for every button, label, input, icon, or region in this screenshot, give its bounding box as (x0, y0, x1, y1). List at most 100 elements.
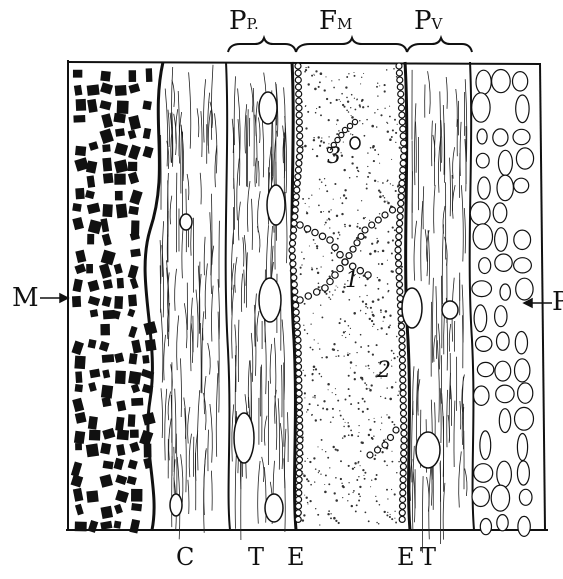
stipple-dot (330, 102, 332, 104)
stipple-dot (362, 469, 364, 471)
stipple-dot (337, 238, 339, 240)
bead (297, 297, 303, 303)
loose-tissue-cell (477, 362, 493, 376)
stipple-dot (336, 133, 338, 135)
stipple-dot (346, 97, 348, 99)
marrow-cell (86, 490, 98, 502)
bead (296, 384, 302, 390)
stipple-dot (340, 101, 341, 102)
bead (295, 350, 301, 356)
stipple-dot (324, 224, 325, 225)
bead (295, 63, 301, 69)
stipple-dot (347, 500, 348, 501)
bead (295, 167, 301, 173)
stipple-dot (372, 314, 374, 316)
stipple-dot (339, 322, 341, 324)
stipple-dot (354, 98, 355, 99)
stipple-dot (308, 198, 310, 200)
stipple-dot (373, 372, 374, 373)
marrow-cell (142, 355, 149, 364)
stipple-dot (343, 331, 345, 333)
stipple-dot (395, 522, 397, 524)
stipple-dot (319, 145, 321, 147)
label-fm: FM (319, 8, 353, 34)
marrow-cell (86, 264, 93, 273)
bead (291, 227, 297, 233)
stipple-dot (325, 185, 326, 186)
stipple-dot (312, 149, 314, 151)
stipple-dot (338, 522, 340, 524)
stipple-dot (397, 356, 399, 358)
stipple-dot (309, 206, 310, 207)
stipple-dot (364, 478, 366, 480)
loose-tissue-cell (515, 332, 527, 354)
marrow-cell (129, 353, 138, 364)
stipple-dot (386, 69, 388, 71)
stipple-dot (333, 446, 335, 448)
stipple-dot (385, 310, 388, 313)
stipple-dot (338, 79, 339, 80)
bead (396, 261, 402, 267)
stipple-dot (336, 119, 338, 121)
marrow-cell (131, 489, 142, 502)
stipple-dot (353, 492, 354, 493)
stipple-dot (362, 301, 364, 303)
stipple-dot (384, 511, 386, 513)
bead (400, 477, 406, 483)
stipple-dot (365, 303, 367, 305)
stipple-dot (345, 337, 346, 338)
marrow-cell (75, 188, 84, 199)
stipple-dot (374, 250, 377, 253)
marrow-cell (74, 431, 85, 444)
loose-tissue-cell (495, 306, 507, 327)
nucleus (350, 137, 360, 149)
stipple-dot (357, 209, 358, 210)
bead (296, 105, 302, 111)
stipple-dot (374, 458, 376, 460)
stipple-dot (348, 299, 350, 301)
marrow-cell (100, 71, 111, 82)
loose-tissue-cell (497, 332, 510, 350)
stipple-dot (335, 520, 337, 522)
stipple-dot (394, 518, 395, 519)
bead (396, 275, 402, 281)
stipple-dot (300, 267, 302, 269)
bead (399, 516, 405, 522)
marrow-cell (74, 85, 83, 96)
bead (327, 237, 333, 243)
bead (296, 160, 302, 166)
bead (365, 272, 371, 278)
stipple-dot (332, 294, 333, 295)
bead (312, 229, 318, 235)
stipple-dot (394, 119, 396, 121)
marrow-cell (102, 397, 112, 407)
stipple-dot (329, 291, 331, 293)
stipple-dot (306, 212, 308, 214)
stipple-dot (313, 457, 315, 459)
bead (401, 147, 407, 153)
bead (400, 167, 406, 173)
loose-tissue-cell (476, 70, 491, 94)
bead (290, 268, 296, 274)
loose-tissue-cell (472, 93, 490, 122)
stipple-dot (336, 99, 338, 101)
marrow-cell (89, 430, 101, 441)
stipple-dot (341, 155, 343, 157)
bead (295, 516, 301, 522)
stipple-dot (331, 80, 332, 81)
stipple-dot (306, 211, 307, 212)
stipple-dot (388, 290, 390, 292)
bead (319, 233, 325, 239)
stipple-dot (360, 83, 361, 84)
stipple-dot (303, 514, 305, 516)
stipple-dot (380, 114, 382, 116)
bead (395, 240, 401, 246)
stipple-dot (312, 349, 314, 351)
stipple-dot (363, 73, 364, 74)
loose-tissue-cell (476, 336, 492, 351)
bead (294, 323, 300, 329)
stipple-dot (380, 429, 381, 430)
marrow-cell (117, 278, 124, 289)
bead (358, 233, 364, 239)
bead (401, 457, 407, 463)
